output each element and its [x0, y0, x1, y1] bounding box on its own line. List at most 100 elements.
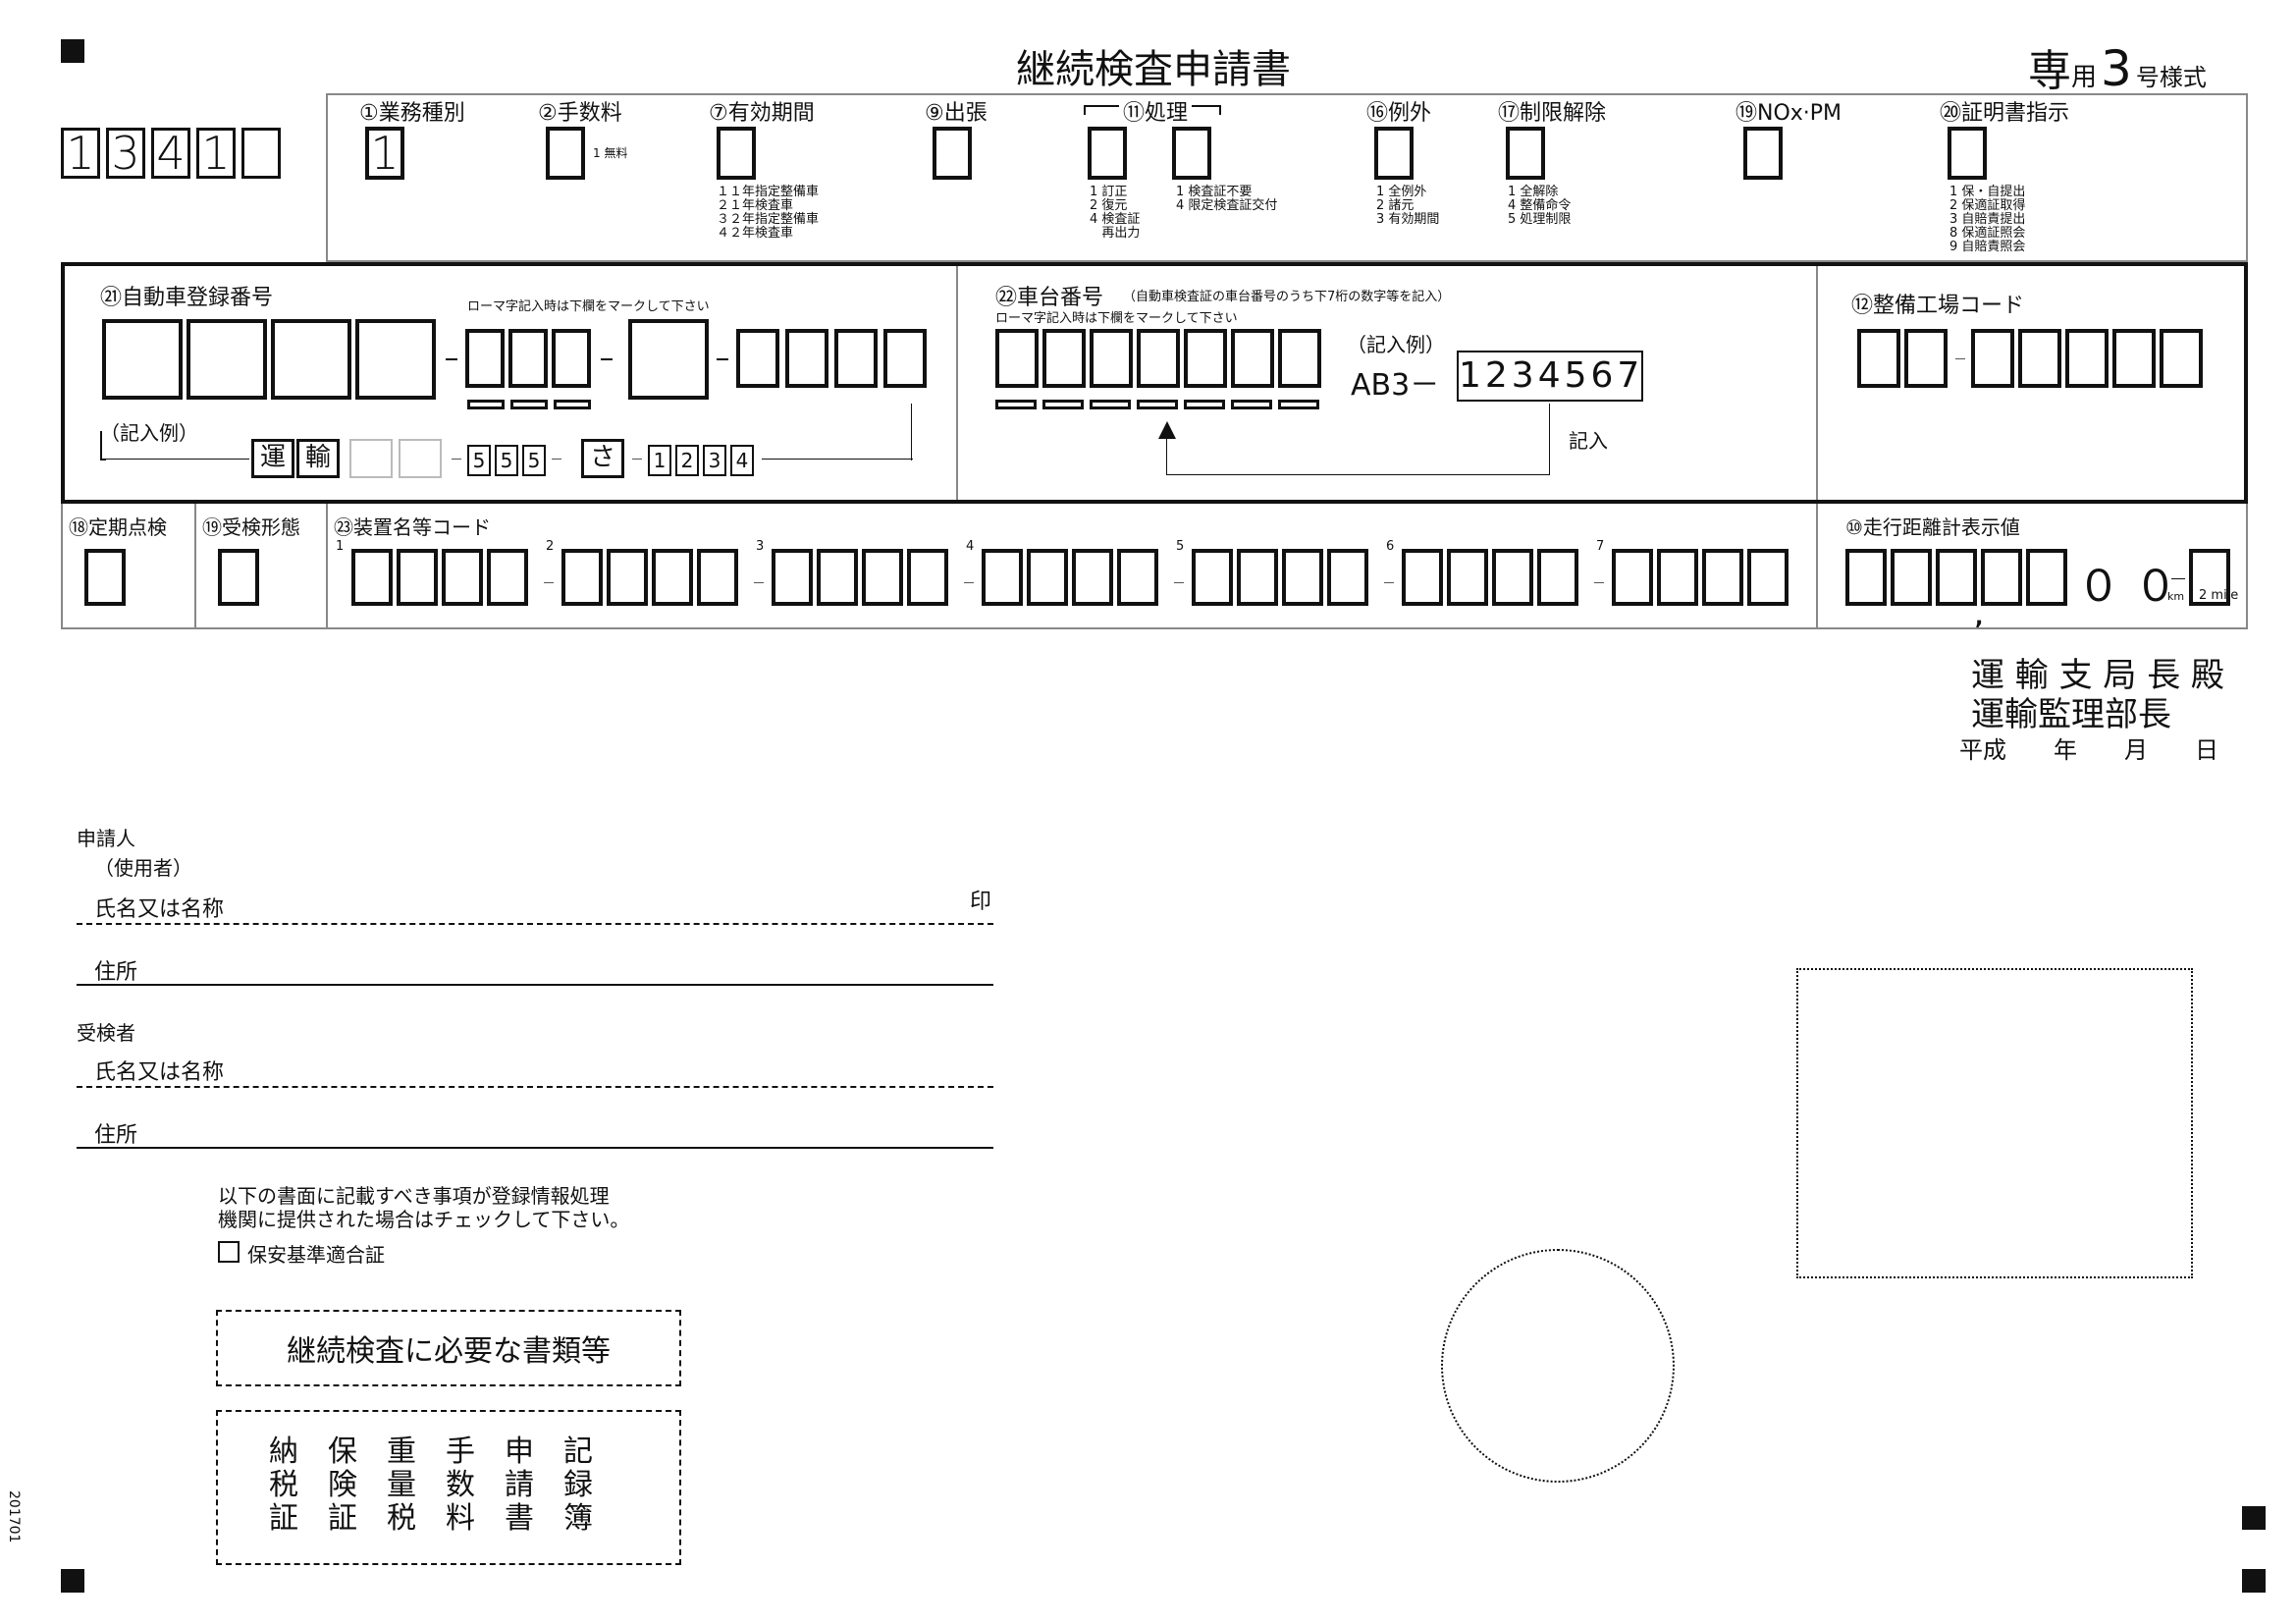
chassis-roman-bar[interactable]	[1278, 400, 1319, 409]
applicant-name-line[interactable]	[77, 923, 993, 925]
device-code-box[interactable]	[862, 549, 903, 606]
form-code-digit[interactable]: 3	[106, 128, 145, 179]
form-code-digit[interactable]	[241, 128, 281, 179]
business-type-box[interactable]: 1	[365, 127, 404, 180]
serial-number-box[interactable]	[785, 329, 828, 388]
odometer-digit-box[interactable]	[1981, 549, 2022, 606]
business-trip-box[interactable]	[933, 127, 972, 180]
serial-number-box[interactable]	[883, 329, 927, 388]
chassis-char-box[interactable]	[1231, 329, 1274, 388]
device-code-box[interactable]	[1537, 549, 1578, 606]
device-code-box[interactable]	[1282, 549, 1323, 606]
chassis-char-box[interactable]	[1137, 329, 1180, 388]
chassis-roman-bar[interactable]	[995, 400, 1037, 409]
nox-pm-box[interactable]	[1743, 127, 1783, 180]
validity-period-box[interactable]	[717, 127, 756, 180]
kana-box[interactable]	[628, 319, 709, 400]
device-code-box[interactable]	[652, 549, 693, 606]
roman-mark-bar[interactable]	[510, 400, 548, 409]
registration-char-box[interactable]	[187, 319, 267, 400]
equipment-divider	[326, 504, 328, 627]
stamp-box	[1796, 968, 2193, 1278]
device-code-box[interactable]	[487, 549, 528, 606]
workshop-code-box[interactable]	[2065, 329, 2109, 388]
roman-mark-bar[interactable]	[467, 400, 505, 409]
chassis-roman-bar[interactable]	[1042, 400, 1084, 409]
device-code-box[interactable]	[351, 549, 393, 606]
device-code-box[interactable]	[442, 549, 483, 606]
device-code-box[interactable]	[1492, 549, 1533, 606]
device-code-box[interactable]	[697, 549, 738, 606]
device-code-box[interactable]	[817, 549, 858, 606]
device-code-box[interactable]	[982, 549, 1023, 606]
device-code-box[interactable]	[1027, 549, 1068, 606]
serial-number-box[interactable]	[736, 329, 779, 388]
safety-standard-checkbox[interactable]	[218, 1241, 240, 1263]
workshop-code-box[interactable]	[2112, 329, 2156, 388]
periodic-inspection-box[interactable]	[84, 549, 126, 606]
device-code-box[interactable]	[1192, 549, 1233, 606]
odometer-digit-box[interactable]	[2026, 549, 2067, 606]
device-code-box[interactable]	[1072, 549, 1113, 606]
workshop-code-box[interactable]	[1971, 329, 2014, 388]
examinee-address-label: 住所	[94, 1123, 138, 1148]
device-code-box[interactable]	[1402, 549, 1443, 606]
device-code-box[interactable]	[561, 549, 603, 606]
chassis-char-box[interactable]	[995, 329, 1039, 388]
device-code-box[interactable]	[907, 549, 948, 606]
workshop-code-box[interactable]	[2018, 329, 2061, 388]
fee-box[interactable]	[546, 127, 585, 180]
form-code-digit[interactable]: 4	[151, 128, 190, 179]
odometer-digit-box[interactable]	[1845, 549, 1887, 606]
device-code-box[interactable]	[1702, 549, 1743, 606]
chassis-char-box[interactable]	[1184, 329, 1227, 388]
applicant-address-line[interactable]	[77, 984, 993, 986]
device-code-box[interactable]	[1237, 549, 1278, 606]
device-code-box[interactable]	[1612, 549, 1653, 606]
chassis-roman-bar[interactable]	[1184, 400, 1225, 409]
class-number-box[interactable]	[508, 329, 548, 388]
fee-label: ②手数料	[538, 101, 622, 126]
chassis-char-box[interactable]	[1042, 329, 1086, 388]
chassis-roman-bar[interactable]	[1231, 400, 1272, 409]
notice-line-1: 以下の書面に記載すべき事項が登録情報処理	[218, 1184, 610, 1208]
class-number-box[interactable]	[465, 329, 505, 388]
form-code-digit[interactable]: 1	[196, 128, 236, 179]
device-code-box[interactable]	[772, 549, 813, 606]
workshop-code-box[interactable]	[2160, 329, 2203, 388]
chassis-roman-bar[interactable]	[1137, 400, 1178, 409]
workshop-code-box[interactable]	[1857, 329, 1900, 388]
class-number-box[interactable]	[552, 329, 591, 388]
serial-number-box[interactable]	[834, 329, 878, 388]
registration-char-box[interactable]	[271, 319, 351, 400]
chassis-char-box[interactable]	[1278, 329, 1321, 388]
exception-box[interactable]	[1374, 127, 1414, 180]
processing-box-a[interactable]	[1088, 127, 1127, 180]
required-doc-item: 重量税	[387, 1435, 416, 1536]
examinee-address-line[interactable]	[77, 1147, 993, 1149]
separator	[632, 459, 642, 460]
odometer-unit-box[interactable]	[2189, 549, 2230, 606]
device-code-box[interactable]	[1657, 549, 1698, 606]
device-code-box[interactable]	[1747, 549, 1789, 606]
device-code-box[interactable]	[1327, 549, 1368, 606]
registration-char-box[interactable]	[355, 319, 436, 400]
chassis-char-box[interactable]	[1090, 329, 1133, 388]
chassis-roman-bar[interactable]	[1090, 400, 1131, 409]
form-code-digit[interactable]: 1	[61, 128, 100, 179]
odometer-digit-box[interactable]	[1936, 549, 1977, 606]
registration-char-box[interactable]	[102, 319, 183, 400]
odometer-digit-box[interactable]	[1891, 549, 1932, 606]
device-code-box[interactable]	[1447, 549, 1488, 606]
processing-box-b[interactable]	[1172, 127, 1211, 180]
device-code-box[interactable]	[607, 549, 648, 606]
roman-mark-bar[interactable]	[554, 400, 591, 409]
device-code-box[interactable]	[397, 549, 438, 606]
business-type-label: ①業務種別	[359, 101, 465, 126]
restriction-release-box[interactable]	[1506, 127, 1545, 180]
certificate-instruction-box[interactable]	[1948, 127, 1987, 180]
inspection-mode-box[interactable]	[218, 549, 259, 606]
workshop-code-box[interactable]	[1904, 329, 1948, 388]
examinee-name-line[interactable]	[77, 1086, 993, 1088]
device-code-box[interactable]	[1117, 549, 1158, 606]
